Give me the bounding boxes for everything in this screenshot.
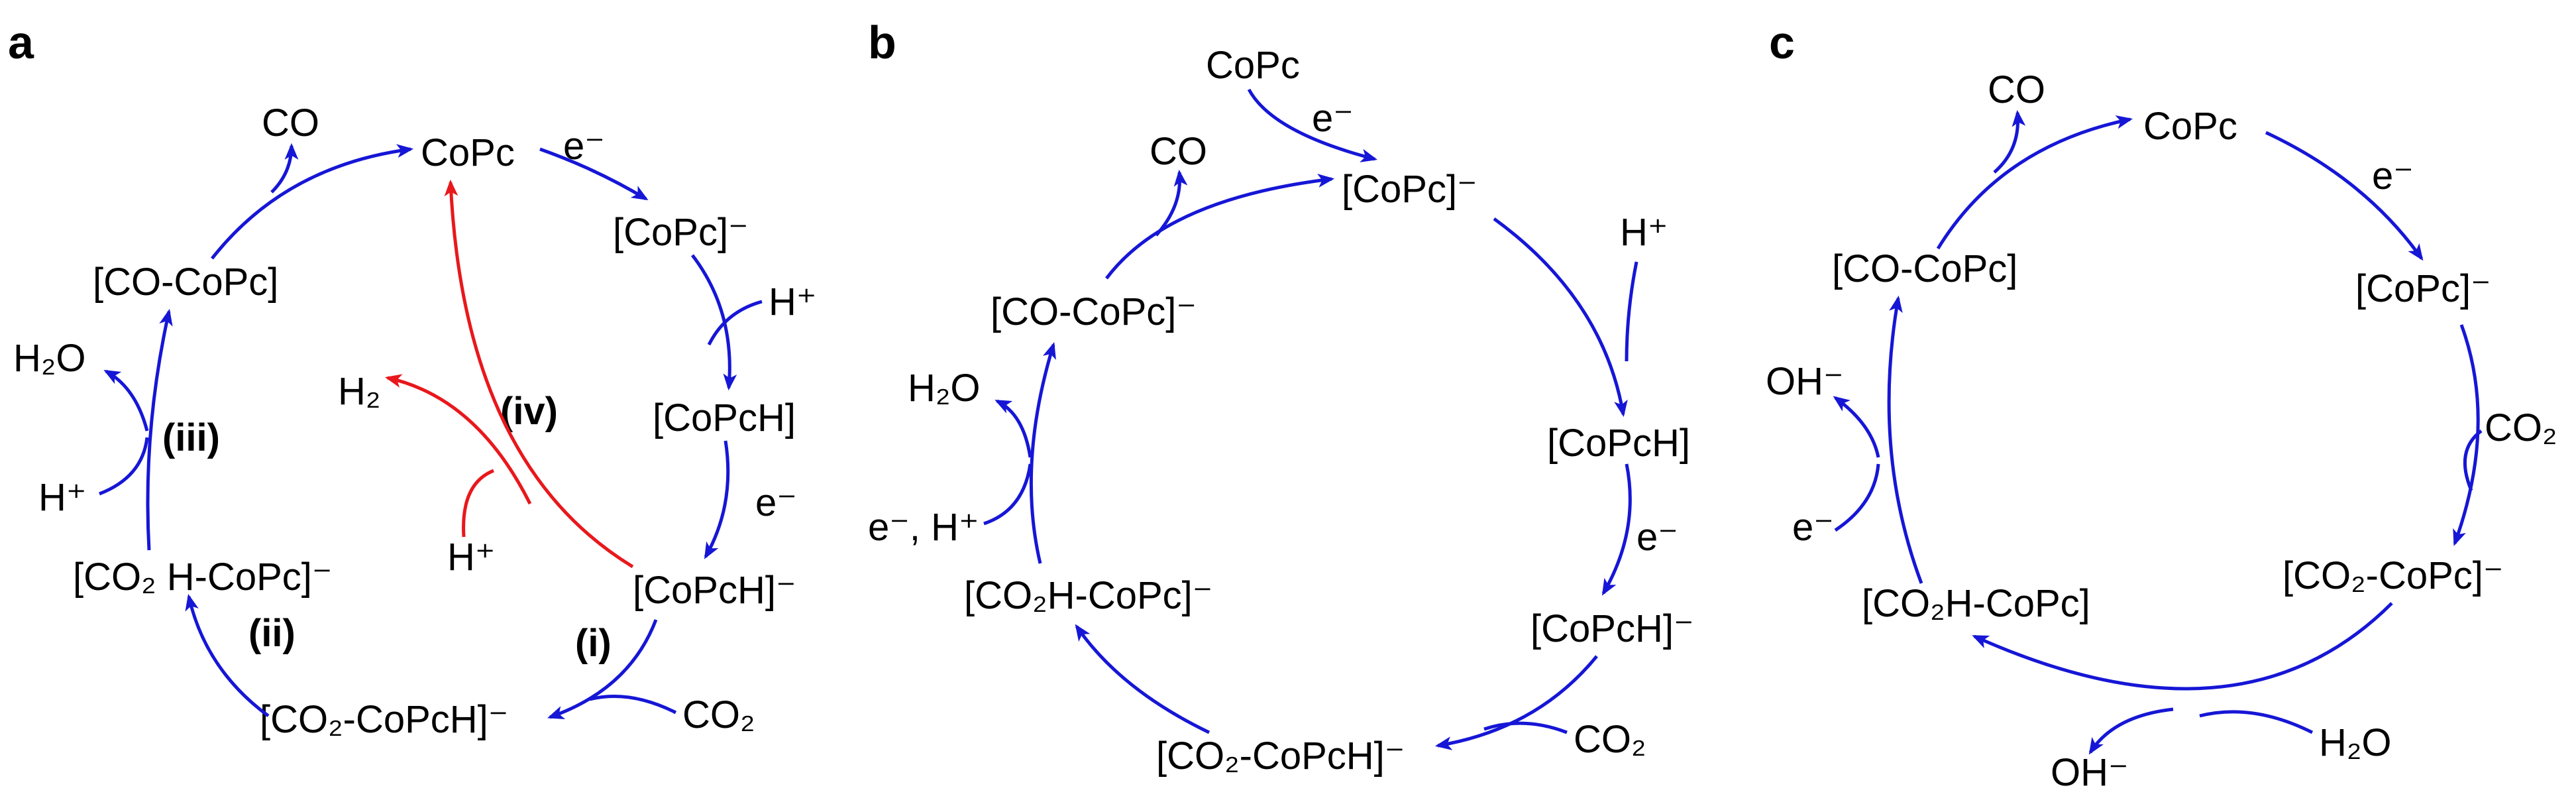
b-arrow-copc-to-anion — [1247, 88, 1378, 162]
c-arrow-copc-to-anion — [2265, 131, 2424, 261]
b-arrow-anion-to-co2-adduct — [1434, 655, 1598, 750]
c-electron-left: e⁻ — [1792, 506, 1834, 549]
c-arrow-co-copc-to-copc — [1936, 115, 2133, 250]
b-copch-label: [CoPcH] — [1547, 422, 1690, 465]
c-copc-label: CoPc — [2143, 105, 2237, 148]
a-co2-copch-label: [CO₂-CoPcH]⁻ — [260, 698, 508, 741]
a-co-copc-label: [CO-CoPc] — [93, 260, 278, 304]
panel-c-letter: c — [1769, 17, 1795, 68]
a-copch-anion-label: [CoPcH]⁻ — [633, 569, 796, 612]
b-electron-in: e⁻ — [1312, 97, 1354, 140]
b-arrow-eh-in — [983, 463, 1032, 526]
b-arrow-co2-adduct-to-co2h — [1075, 624, 1210, 734]
b-electron-2: e⁻ — [1637, 516, 1678, 559]
c-arrow-co2h-to-co-copc — [1887, 295, 1923, 584]
b-co2h-copc-label: [CO₂H-CoPc]⁻ — [964, 574, 1212, 617]
b-arrow-copch-to-anion — [1601, 463, 1632, 596]
a-co-product: CO — [262, 101, 319, 145]
a-arrow-anion-to-co2-adduct — [547, 619, 658, 719]
a-red-arrow-proton-in — [462, 469, 494, 538]
a-h2-label: H₂ — [338, 370, 380, 413]
b-co-copc-label: [CO-CoPc]⁻ — [991, 290, 1197, 333]
a-water-label: H₂O — [13, 337, 86, 380]
b-electron-proton-in: e⁻, H⁺ — [868, 506, 979, 549]
b-arrow-proton-merge — [1625, 261, 1638, 362]
a-arrow-copch-to-anion — [704, 440, 730, 559]
a-arrow-co2-in — [589, 695, 677, 715]
c-arrow-hydroxide-left-out — [1833, 396, 1880, 458]
a-proton-iii: H⁺ — [38, 476, 87, 519]
a-step-iv: (iv) — [500, 390, 558, 433]
c-arrow-co2-in — [2463, 430, 2483, 491]
panel-c: c CoPc [CoPc]⁻ [CO₂-CoPc]⁻ [CO₂H-CoPc] [… — [1766, 17, 2557, 794]
c-electron-1: e⁻ — [2372, 154, 2414, 198]
a-copc-anion-label: [CoPc]⁻ — [613, 211, 749, 254]
a-red-arrow-h2-out — [384, 374, 532, 505]
panel-a: a CoPc [CoPc]⁻ [CoPcH] [CoPcH]⁻ [CO₂-CoP… — [8, 17, 817, 741]
c-copc-anion-label: [CoPc]⁻ — [2355, 267, 2491, 310]
c-arrow-co2-adduct-to-co2h — [1972, 602, 2393, 691]
a-step-iii: (iii) — [162, 416, 220, 459]
b-water-out: H₂O — [908, 367, 981, 410]
c-co2-copc-label: [CO₂-CoPc]⁻ — [2282, 554, 2504, 597]
c-co2-reagent: CO₂ — [2485, 406, 2557, 449]
b-arrow-co2h-to-co-copc — [1029, 342, 1056, 564]
panel-b-letter: b — [868, 17, 896, 68]
c-co-copc-label: [CO-CoPc] — [1832, 247, 2017, 290]
b-co-product: CO — [1150, 130, 1207, 173]
b-copc-anion-label: [CoPc]⁻ — [1342, 168, 1477, 211]
a-arrow-co-out — [270, 143, 299, 194]
a-step-i: (i) — [575, 622, 612, 665]
panel-b: b CoPc [CoPc]⁻ [CoPcH] [CoPcH]⁻ [CO₂-CoP… — [868, 17, 1694, 778]
c-arrow-hydroxide-out — [2088, 707, 2174, 755]
a-arrow-proton-iii-in — [99, 437, 149, 496]
b-copc-label: CoPc — [1206, 44, 1300, 87]
a-proton-iv: H⁺ — [447, 536, 496, 579]
a-arrow-anion-to-copch — [691, 254, 737, 391]
a-arrow-step-ii — [185, 593, 270, 718]
a-proton-1: H⁺ — [769, 280, 817, 323]
b-arrow-co2-in — [1483, 721, 1568, 734]
b-copch-anion-label: [CoPcH]⁻ — [1530, 607, 1694, 650]
a-arrow-step-iii — [146, 308, 173, 551]
c-water-reagent: H₂O — [2319, 721, 2392, 764]
b-proton-in: H⁺ — [1620, 211, 1668, 254]
a-copc-label: CoPc — [421, 131, 515, 174]
a-electron-2: e⁻ — [755, 481, 797, 524]
a-co2h-copc-label: [CO₂ H-CoPc]⁻ — [73, 555, 333, 599]
b-co2-copch-label: [CO₂-CoPcH]⁻ — [1156, 734, 1405, 778]
b-arrow-co-out — [1155, 169, 1188, 237]
c-arrow-water-in — [2199, 710, 2314, 734]
a-copch-label: [CoPcH] — [653, 396, 796, 439]
c-co2h-copc-label: [CO₂H-CoPc] — [1862, 582, 2090, 625]
a-red-arrow-to-copc — [444, 179, 634, 569]
c-hydroxide-left: OH⁻ — [1766, 360, 1844, 403]
a-arrow-copc-to-anion — [539, 147, 649, 201]
b-co2-reagent: CO₂ — [1574, 718, 1646, 761]
a-arrow-proton-in — [707, 300, 763, 346]
b-arrow-co-copc-to-anion — [1105, 174, 1335, 280]
a-co2-reagent: CO₂ — [682, 693, 755, 736]
c-arrow-anion-to-co2-adduct — [2453, 324, 2480, 546]
a-arrow-co-copc-to-copc — [211, 144, 414, 260]
c-arrow-electron-in — [1834, 463, 1880, 532]
b-arrow-anion-to-copch — [1493, 217, 1628, 418]
a-step-ii: (ii) — [248, 612, 295, 655]
a-arrow-water-out — [103, 369, 149, 432]
panel-a-letter: a — [8, 17, 34, 68]
b-arrow-water-out — [994, 399, 1032, 458]
c-hydroxide-bottom: OH⁻ — [2051, 751, 2129, 794]
c-co-product: CO — [1988, 68, 2045, 111]
c-arrow-co-out — [1993, 109, 2026, 174]
